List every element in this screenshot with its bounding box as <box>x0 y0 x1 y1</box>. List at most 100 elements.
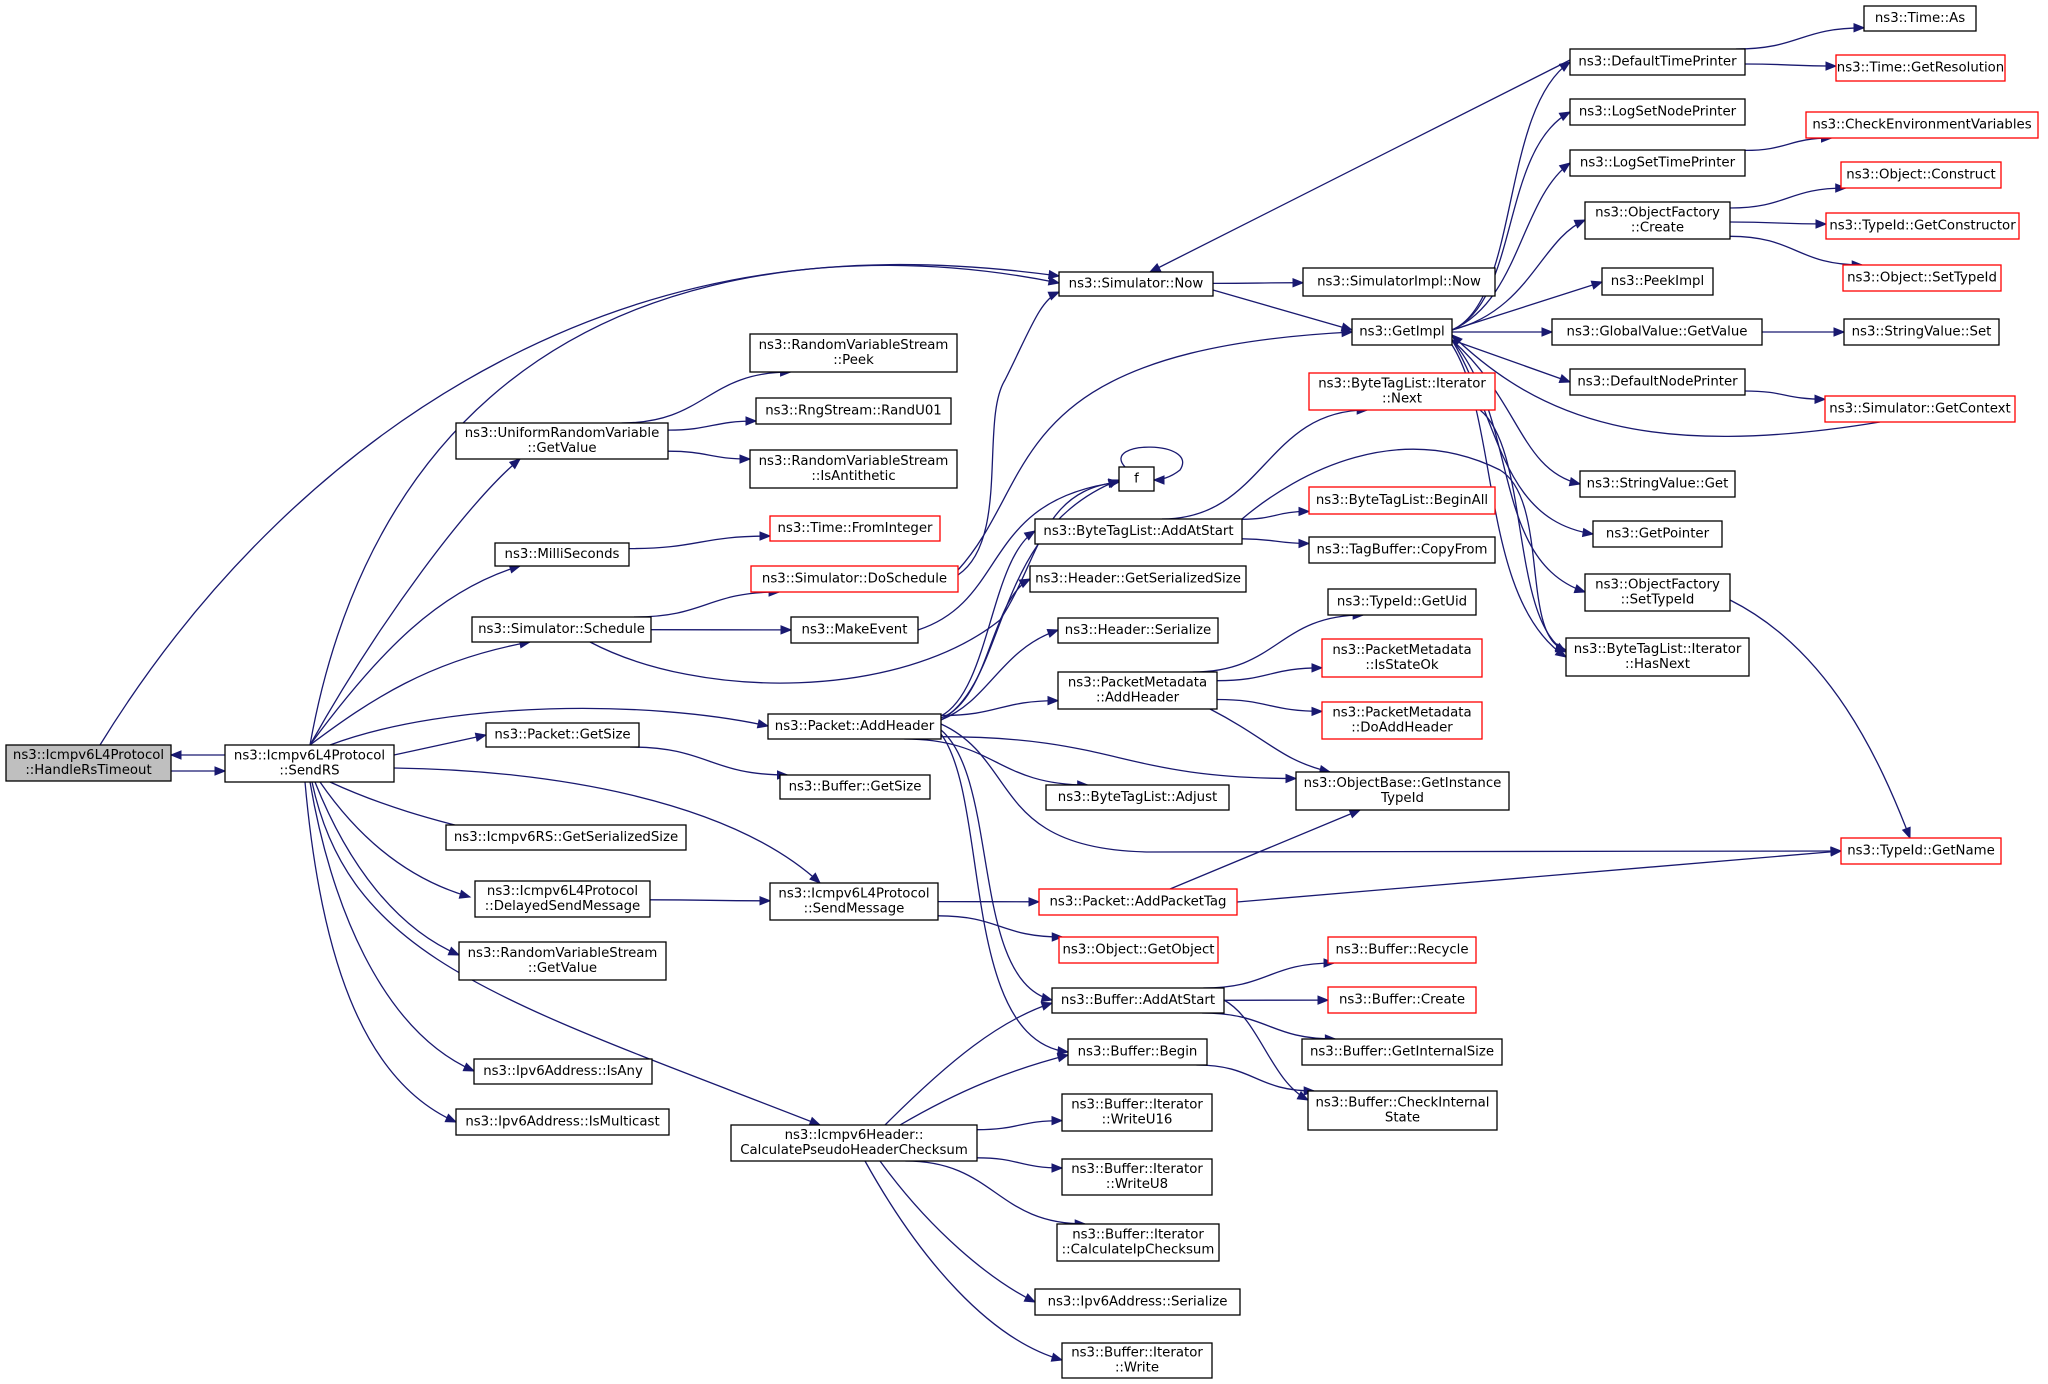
node-log-set-node-printer[interactable]: ns3::LogSetNodePrinter <box>1569 98 1746 126</box>
node-default-node-printer[interactable]: ns3::DefaultNodePrinter <box>1569 368 1746 396</box>
node-simulator-do-schedule[interactable]: ns3::Simulator::DoSchedule <box>750 565 959 593</box>
node-buffer-get-internal-size[interactable]: ns3::Buffer::GetInternalSize <box>1301 1038 1503 1066</box>
node-buffer-create[interactable]: ns3::Buffer::Create <box>1327 986 1477 1014</box>
node-f[interactable]: f <box>1118 466 1155 492</box>
node-iter-calc-ip-checksum[interactable]: ns3::Buffer::Iterator::CalculateIpChecks… <box>1056 1223 1220 1262</box>
node-rvs-peek[interactable]: ns3::RandomVariableStream::Peek <box>749 333 958 373</box>
node-buffer-begin[interactable]: ns3::Buffer::Begin <box>1067 1038 1208 1066</box>
node-bytetaglist-begin-all[interactable]: ns3::ByteTagList::BeginAll <box>1308 486 1496 515</box>
node-simulator-now[interactable]: ns3::Simulator::Now <box>1058 271 1214 297</box>
node-rngstream-randu01[interactable]: ns3::RngStream::RandU01 <box>755 397 952 425</box>
node-milliseconds[interactable]: ns3::MilliSeconds <box>494 542 630 567</box>
node-label-line: ns3::Ipv6Address::Serialize <box>1048 1295 1228 1310</box>
node-bytetaglist-add-at-start[interactable]: ns3::ByteTagList::AddAtStart <box>1034 518 1243 545</box>
node-label-line: ns3::DefaultNodePrinter <box>1577 375 1738 390</box>
call-edge-send_rs-to-ipv6_is_any <box>309 781 475 1072</box>
node-packet-add-packet-tag[interactable]: ns3::Packet::AddPacketTag <box>1038 888 1238 916</box>
call-edge-packet_add_header-to-f <box>940 479 1120 721</box>
node-simulatorimpl-now[interactable]: ns3::SimulatorImpl::Now <box>1302 267 1496 297</box>
node-get-impl[interactable]: ns3::GetImpl <box>1351 318 1453 346</box>
node-packet-add-header[interactable]: ns3::Packet::AddHeader <box>767 713 942 740</box>
node-check-env-vars[interactable]: ns3::CheckEnvironmentVariables <box>1805 111 2039 139</box>
node-header-serialize[interactable]: ns3::Header::Serialize <box>1057 617 1219 644</box>
node-log-set-time-printer[interactable]: ns3::LogSetTimePrinter <box>1569 149 1746 177</box>
node-iter-write-u16[interactable]: ns3::Buffer::Iterator::WriteU16 <box>1061 1093 1213 1132</box>
node-label-line: ns3::PeekImpl <box>1611 274 1704 289</box>
call-edge-packet_add_header-to-bytetaglist_add_at_start <box>940 530 1036 717</box>
node-ipv6-is-any[interactable]: ns3::Ipv6Address::IsAny <box>473 1058 653 1085</box>
call-edge-get_impl-to-string_value_get <box>1451 339 1581 485</box>
node-iter-write-u8[interactable]: ns3::Buffer::Iterator::WriteU8 <box>1061 1158 1213 1196</box>
node-typeid-get-uid[interactable]: ns3::TypeId::GetUid <box>1327 588 1477 616</box>
node-object-factory-set-typeid[interactable]: ns3::ObjectFactory::SetTypeId <box>1584 573 1731 612</box>
node-iter-write[interactable]: ns3::Buffer::Iterator::Write <box>1061 1342 1213 1379</box>
call-edge-default_time_printer-to-time_as <box>1735 27 1865 50</box>
node-uniform-get-value[interactable]: ns3::UniformRandomVariable::GetValue <box>455 422 669 460</box>
node-get-pointer[interactable]: ns3::GetPointer <box>1592 520 1723 548</box>
node-calc-pseudo-checksum[interactable]: ns3::Icmpv6Header::CalculatePseudoHeader… <box>730 1124 978 1162</box>
node-label-line: ::IsAntithetic <box>811 469 895 484</box>
node-buffer-add-at-start[interactable]: ns3::Buffer::AddAtStart <box>1051 987 1225 1014</box>
node-bytetaglist-iter-next[interactable]: ns3::ByteTagList::Iterator::Next <box>1308 372 1496 411</box>
node-ipv6-serialize[interactable]: ns3::Ipv6Address::Serialize <box>1034 1288 1241 1316</box>
node-simulator-get-context[interactable]: ns3::Simulator::GetContext <box>1824 395 2016 423</box>
arrowhead-bytetaglist_iter_next-to-bytetaglist_iter_has_next <box>1554 642 1568 653</box>
node-delayed-send-message[interactable]: ns3::Icmpv6L4Protocol::DelayedSendMessag… <box>474 880 651 918</box>
node-label-line: ns3::TypeId::GetUid <box>1337 595 1467 610</box>
node-send-message[interactable]: ns3::Icmpv6L4Protocol::SendMessage <box>769 882 939 921</box>
node-packet-metadata-do-add-header[interactable]: ns3::PacketMetadata::DoAddHeader <box>1321 701 1483 740</box>
node-label-line: f <box>1134 472 1139 487</box>
arrowhead-calc_pseudo_checksum-to-buffer_add_at_start <box>1040 1001 1054 1011</box>
node-global-value-get-value[interactable]: ns3::GlobalValue::GetValue <box>1551 318 1763 346</box>
node-string-value-set[interactable]: ns3::StringValue::Set <box>1843 318 2000 346</box>
node-label-line: ns3::GetPointer <box>1606 527 1710 542</box>
call-edge-packet_metadata_add_header-to-objectbase_get_instance_typeid <box>1209 708 1331 773</box>
node-typeid-get-constructor[interactable]: ns3::TypeId::GetConstructor <box>1825 212 2020 240</box>
node-packet-metadata-is-state-ok[interactable]: ns3::PacketMetadata::IsStateOk <box>1321 638 1483 678</box>
node-object-factory-create[interactable]: ns3::ObjectFactory::Create <box>1584 201 1731 240</box>
node-simulator-schedule[interactable]: ns3::Simulator::Schedule <box>471 616 652 643</box>
node-string-value-get[interactable]: ns3::StringValue::Get <box>1579 470 1736 498</box>
node-time-get-resolution[interactable]: ns3::Time::GetResolution <box>1835 54 2006 82</box>
node-bytetaglist-adjust[interactable]: ns3::ByteTagList::Adjust <box>1045 784 1230 811</box>
node-header-get-serialized-size[interactable]: ns3::Header::GetSerializedSize <box>1029 565 1247 593</box>
node-box <box>1302 267 1496 297</box>
arrowhead-simulator_get_context-to-get_impl <box>1451 334 1463 346</box>
arrowhead-global_value_get_value-to-string_value_set <box>1833 327 1846 337</box>
node-bytetaglist-iter-has-next[interactable]: ns3::ByteTagList::Iterator::HasNext <box>1565 637 1750 677</box>
node-buffer-get-size[interactable]: ns3::Buffer::GetSize <box>779 774 931 800</box>
node-box <box>1058 936 1219 964</box>
node-default-time-printer[interactable]: ns3::DefaultTimePrinter <box>1569 48 1746 76</box>
node-label-line: ns3::RandomVariableStream <box>468 946 658 961</box>
node-rvs-get-value[interactable]: ns3::RandomVariableStream::GetValue <box>458 941 667 981</box>
node-time-as[interactable]: ns3::Time::As <box>1863 5 1977 32</box>
node-label-line: ns3::Simulator::Schedule <box>478 622 645 637</box>
node-tagbuffer-copy-from[interactable]: ns3::TagBuffer::CopyFrom <box>1308 536 1496 564</box>
node-box <box>1067 1038 1208 1066</box>
node-label-line: ::IsStateOk <box>1365 658 1438 673</box>
node-label-line: ::SetTypeId <box>1621 593 1695 608</box>
arrowhead-calc_pseudo_checksum-to-iter_write_u16 <box>1051 1115 1064 1126</box>
node-rvs-is-antithetic[interactable]: ns3::RandomVariableStream::IsAntithetic <box>749 449 958 489</box>
node-packet-get-size[interactable]: ns3::Packet::GetSize <box>485 722 640 748</box>
arrowhead-get_impl-to-string_value_get <box>1568 476 1582 487</box>
node-object-set-typeid[interactable]: ns3::Object::SetTypeId <box>1842 264 2002 292</box>
node-object-construct[interactable]: ns3::Object::Construct <box>1840 161 2002 189</box>
node-label-line: ns3::Icmpv6Header:: <box>785 1128 924 1143</box>
node-box <box>455 422 669 460</box>
call-edge-get_impl-to-default_time_printer <box>1451 61 1571 331</box>
node-object-get-object[interactable]: ns3::Object::GetObject <box>1058 936 1219 964</box>
node-ipv6-is-multicast[interactable]: ns3::Ipv6Address::IsMulticast <box>455 1108 670 1136</box>
node-buffer-recycle[interactable]: ns3::Buffer::Recycle <box>1327 936 1477 964</box>
node-peek-impl[interactable]: ns3::PeekImpl <box>1601 267 1714 296</box>
node-label-line: ns3::Icmpv6L4Protocol <box>13 748 164 763</box>
node-icmpv6rs-get-serialized-size[interactable]: ns3::Icmpv6RS::GetSerializedSize <box>445 824 687 851</box>
node-packet-metadata-add-header[interactable]: ns3::PacketMetadata::AddHeader <box>1057 671 1218 710</box>
node-send-rs[interactable]: ns3::Icmpv6L4Protocol::SendRS <box>224 744 395 783</box>
node-make-event[interactable]: ns3::MakeEvent <box>790 616 919 644</box>
node-handle-rs-timeout[interactable]: ns3::Icmpv6L4Protocol::HandleRsTimeout <box>5 744 172 782</box>
node-time-from-integer[interactable]: ns3::Time::FromInteger <box>769 515 941 542</box>
node-typeid-get-name[interactable]: ns3::TypeId::GetName <box>1840 837 2002 865</box>
